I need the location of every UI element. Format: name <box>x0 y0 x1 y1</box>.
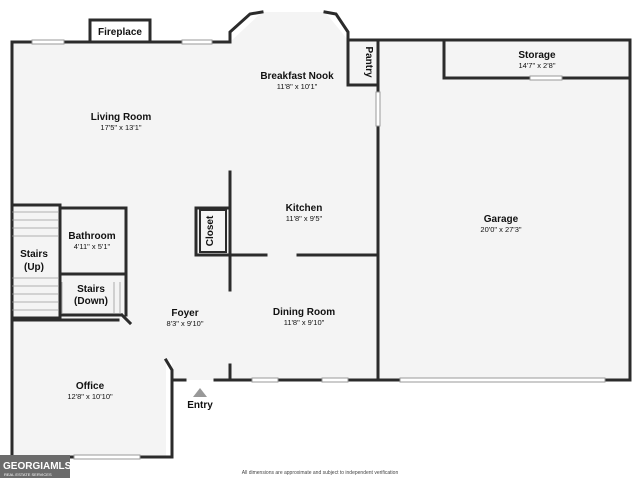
fireplace-box <box>88 18 152 44</box>
stairs-up-treads <box>12 211 58 311</box>
stairs-up-sub: (Up) <box>24 262 44 273</box>
stairs-down-sub: (Down) <box>74 296 108 307</box>
stairs-down-treads <box>61 282 121 313</box>
living-room-label: Living Room <box>91 112 152 123</box>
entry-arrow-icon <box>193 388 207 397</box>
closet-label: Closet <box>205 215 216 246</box>
office-dims: 12'8" x 10'10" <box>67 392 113 401</box>
windows <box>31 39 606 460</box>
breakfast-nook-label: Breakfast Nook <box>260 71 334 82</box>
closet-box <box>199 209 227 253</box>
disclaimer-text: All dimensions are approximate and subje… <box>242 470 399 476</box>
svg-text:REAL ESTATE SERVICES: REAL ESTATE SERVICES <box>4 472 52 477</box>
storage-label: Storage <box>518 50 556 61</box>
living-room-dims: 17'5" x 13'1" <box>100 123 141 132</box>
foyer-label: Foyer <box>171 308 198 319</box>
svg-text:GEORGIAMLS: GEORGIAMLS <box>3 461 72 472</box>
garage-label: Garage <box>484 214 519 225</box>
stairs-up-label: Stairs <box>20 249 48 260</box>
stairs-down-label: Stairs <box>77 284 105 295</box>
dining-room-label: Dining Room <box>273 307 335 318</box>
kitchen-dims: 11'8" x 9'5" <box>286 214 323 223</box>
office-label: Office <box>76 381 105 392</box>
fireplace-label: Fireplace <box>98 27 142 38</box>
dining-room-dims: 11'8" x 9'10" <box>284 318 325 327</box>
breakfast-nook-dims: 11'8" x 10'1" <box>277 82 318 91</box>
foyer-dims: 8'3" x 9'10" <box>167 319 204 328</box>
storage-dims: 14'7" x 2'8" <box>519 61 556 70</box>
kitchen-label: Kitchen <box>286 203 323 214</box>
bathroom-dims: 4'11" x 5'1" <box>74 242 111 251</box>
pantry-label: Pantry <box>363 46 374 78</box>
georgia-mls-logo: GEORGIAMLS REAL ESTATE SERVICES <box>0 455 72 478</box>
entry-label: Entry <box>187 400 213 411</box>
garage-dims: 20'0" x 27'3" <box>480 225 521 234</box>
bathroom-label: Bathroom <box>68 231 115 242</box>
